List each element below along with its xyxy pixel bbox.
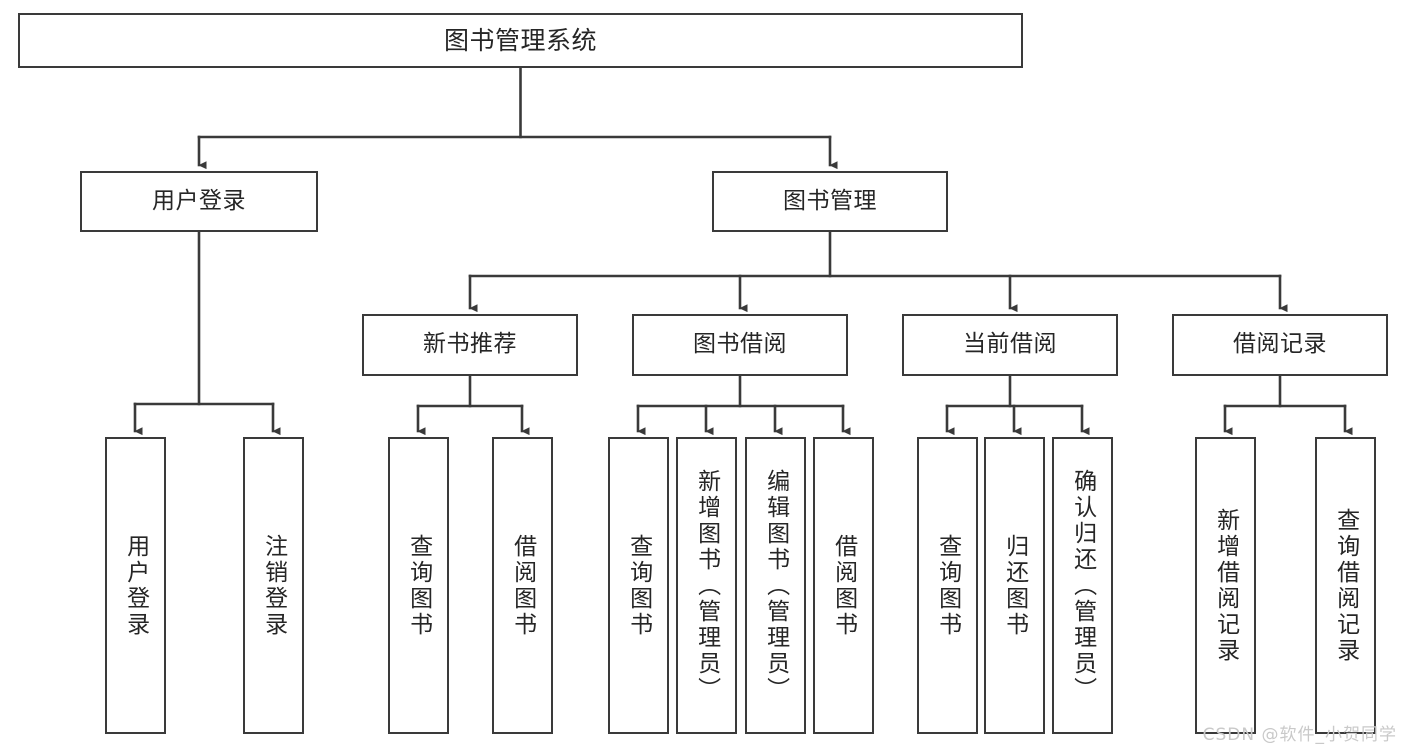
node-label: 借阅图书 <box>509 533 536 638</box>
node-user-login[interactable]: 用户登录 <box>80 171 318 232</box>
node-label: 编辑图书（管理员） <box>762 468 789 703</box>
node-root-book-management-system[interactable]: 图书管理系统 <box>18 13 1023 68</box>
node-leaf-new-book-query[interactable]: 查询图书 <box>388 437 449 734</box>
node-label: 查询借阅记录 <box>1332 507 1359 664</box>
node-label: 新增借阅记录 <box>1212 507 1239 664</box>
node-label: 图书借阅 <box>693 331 787 358</box>
node-label: 用户登录 <box>152 187 246 214</box>
node-leaf-new-book-borrow[interactable]: 借阅图书 <box>492 437 553 734</box>
node-label: 用户登录 <box>122 533 149 638</box>
node-leaf-book-borrow-borrow[interactable]: 借阅图书 <box>813 437 874 734</box>
node-leaf-borrow-record-query[interactable]: 查询借阅记录 <box>1315 437 1376 734</box>
csdn-watermark: CSDN @软件_小贺同学 <box>1202 725 1397 745</box>
node-label: 查询图书 <box>934 533 961 638</box>
node-label: 查询图书 <box>625 533 652 638</box>
node-current-borrow[interactable]: 当前借阅 <box>902 314 1118 376</box>
node-label: 当前借阅 <box>963 331 1057 358</box>
node-borrow-record[interactable]: 借阅记录 <box>1172 314 1388 376</box>
node-leaf-current-borrow-confirm-return[interactable]: 确认归还（管理员） <box>1052 437 1113 734</box>
node-label: 借阅记录 <box>1233 331 1327 358</box>
node-label: 新书推荐 <box>423 331 517 358</box>
node-leaf-book-borrow-add[interactable]: 新增图书（管理员） <box>676 437 737 734</box>
node-book-management[interactable]: 图书管理 <box>712 171 948 232</box>
node-label: 图书管理 <box>783 187 877 214</box>
node-label: 图书管理系统 <box>443 25 597 55</box>
node-leaf-user-login-signout[interactable]: 注销登录 <box>243 437 304 734</box>
node-label: 借阅图书 <box>830 533 857 638</box>
node-label: 新增图书（管理员） <box>693 468 720 703</box>
node-leaf-book-borrow-query[interactable]: 查询图书 <box>608 437 669 734</box>
node-leaf-borrow-record-add[interactable]: 新增借阅记录 <box>1195 437 1256 734</box>
node-leaf-book-borrow-edit[interactable]: 编辑图书（管理员） <box>745 437 806 734</box>
node-book-borrow[interactable]: 图书借阅 <box>632 314 848 376</box>
node-new-book-recommend[interactable]: 新书推荐 <box>362 314 578 376</box>
node-leaf-current-borrow-return[interactable]: 归还图书 <box>984 437 1045 734</box>
node-leaf-current-borrow-query[interactable]: 查询图书 <box>917 437 978 734</box>
node-leaf-user-login-signin[interactable]: 用户登录 <box>105 437 166 734</box>
node-label: 确认归还（管理员） <box>1069 468 1096 703</box>
node-label: 查询图书 <box>405 533 432 638</box>
node-label: 归还图书 <box>1001 533 1028 638</box>
node-label: 注销登录 <box>260 533 287 638</box>
